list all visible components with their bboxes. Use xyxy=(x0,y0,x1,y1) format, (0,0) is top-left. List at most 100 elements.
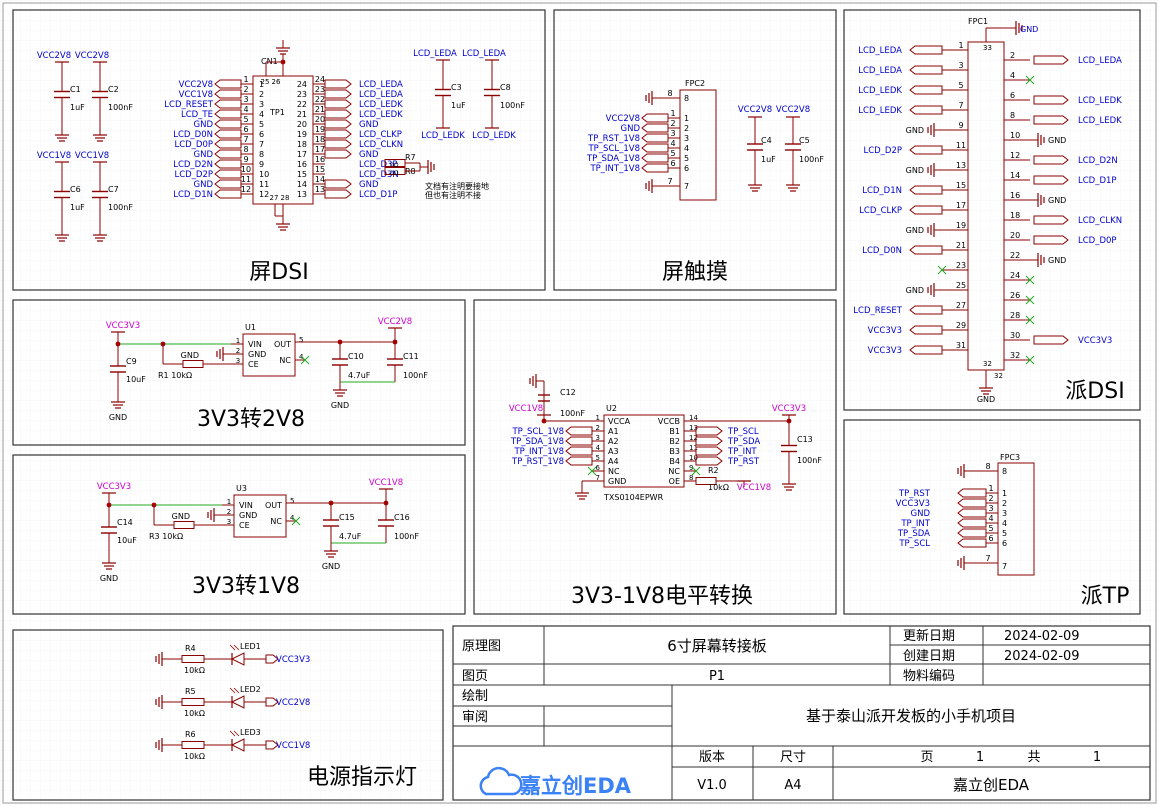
cap-val: 100nF xyxy=(797,456,822,465)
net-flag xyxy=(957,498,987,508)
power-net: LCD_LEDA xyxy=(413,49,457,59)
junction-dot xyxy=(280,59,286,65)
no-connect xyxy=(937,265,947,275)
net-label: LCD_D0N xyxy=(862,246,902,256)
pin-num: 12 xyxy=(689,434,698,442)
net-flag xyxy=(214,99,242,109)
net-flag xyxy=(324,99,352,109)
pin-name: A1 xyxy=(608,427,619,436)
net-flag xyxy=(1033,175,1069,185)
pin-num: 3 xyxy=(670,129,675,138)
led-ray xyxy=(233,644,240,651)
net-flag xyxy=(214,129,242,139)
no-connect xyxy=(1025,315,1035,325)
res-val: 10kΩ xyxy=(184,752,205,761)
net-flag xyxy=(909,145,943,155)
net-label: VCC2V8 xyxy=(276,698,310,708)
net-label: TP_SDA_1V8 xyxy=(586,154,640,164)
pin-num: 28 xyxy=(1010,311,1020,320)
net-label: LCD_TE xyxy=(181,110,213,120)
net-flag xyxy=(695,426,723,436)
title-reg-1v8: 3V3转1V8 xyxy=(192,574,300,599)
pin-num: 24 xyxy=(315,75,325,84)
cap-ref: C5 xyxy=(799,136,810,145)
net-label: VCC2V8 xyxy=(606,114,640,124)
led-ray xyxy=(233,730,240,737)
pin-num-inner: 9 xyxy=(259,160,264,169)
net-label: GND xyxy=(359,180,379,190)
pin-num-inner: 6 xyxy=(684,164,689,173)
led-ray xyxy=(229,644,236,651)
pin-num: 5 xyxy=(243,115,248,124)
no-connect xyxy=(291,516,301,526)
pin-num-inner: 4 xyxy=(259,110,264,119)
net-flag xyxy=(324,149,352,159)
pin-num: 17 xyxy=(956,201,966,210)
led-ref: LED3 xyxy=(240,728,261,737)
net-label: TP_SDA_1V8 xyxy=(510,437,564,447)
no-connect xyxy=(587,466,597,476)
pin-num: 27 xyxy=(956,301,966,310)
pin-num: 29 xyxy=(956,321,966,330)
pin-num-inner: 8 xyxy=(684,94,689,103)
net-label: TP_SCL_1V8 xyxy=(587,144,640,154)
pin-num: 18 xyxy=(1010,211,1020,220)
cap-val: 4.7uF xyxy=(339,532,362,541)
net-flag xyxy=(324,179,352,189)
cap-ref: C9 xyxy=(126,357,137,366)
power-net: VCC3V3 xyxy=(106,321,140,331)
pin-num-inner: 10 xyxy=(259,170,269,179)
net-label: GND xyxy=(906,226,924,235)
pin-name: GND xyxy=(608,477,626,486)
tb-material-label: 物料编码 xyxy=(903,669,955,684)
net-flag xyxy=(565,456,593,466)
cap-ref: C10 xyxy=(348,352,364,361)
pin-num: 16 xyxy=(297,160,307,169)
net-flag xyxy=(214,179,242,189)
pin-num: 2 xyxy=(670,119,675,128)
net-flag xyxy=(324,89,352,99)
led-ray xyxy=(229,730,236,737)
pin-num-inner: 2 xyxy=(1002,499,1007,508)
pin-num: 4 xyxy=(670,139,675,148)
net-label: TP_INT xyxy=(900,519,930,529)
cap-val: 10uF xyxy=(126,375,146,384)
pin-num: 1 xyxy=(236,337,240,345)
net-label: LCD_LEDK xyxy=(359,100,403,110)
pin-num: 6 xyxy=(1010,91,1015,100)
net-label: LCD_D1N xyxy=(173,190,213,200)
net-flag xyxy=(957,538,987,548)
cn1-tp: TP1 xyxy=(269,108,285,117)
pin-num: 7 xyxy=(596,474,600,482)
pin-num: 5 xyxy=(670,149,675,158)
pin-num: 4 xyxy=(1010,71,1015,80)
pin-num: 19 xyxy=(956,221,966,230)
pin-num: 1 xyxy=(227,498,231,506)
pin-name: B3 xyxy=(669,447,680,456)
net-flag xyxy=(214,119,242,129)
net-flag xyxy=(265,740,279,750)
net-flag xyxy=(1033,95,1069,105)
pin-num: 6 xyxy=(988,534,993,543)
net-flag xyxy=(324,109,352,119)
cap-ref: C7 xyxy=(108,185,119,194)
res-ref: R6 xyxy=(185,730,196,739)
pin-num-inner: 3 xyxy=(1002,509,1007,518)
res-ref: R4 xyxy=(185,644,196,653)
pin-num: 17 xyxy=(297,150,307,159)
net-label: GND xyxy=(109,413,127,422)
net-flag xyxy=(565,436,593,446)
net-flag xyxy=(324,189,352,199)
cap-val: 1uF xyxy=(70,203,85,212)
tb-company: 嘉立创EDA xyxy=(953,776,1030,794)
net-label: VCC1V8 xyxy=(179,90,213,100)
net-label: LCD_D1N xyxy=(862,186,902,196)
led-ray xyxy=(233,687,240,694)
cap-val: 1uF xyxy=(761,155,776,164)
pin-num-inner: 5 xyxy=(684,154,689,163)
no-connect xyxy=(1025,75,1035,85)
pin-num: 2 xyxy=(988,494,993,503)
tb-sheet-label: 页 xyxy=(920,750,933,765)
pin-num-inner: 1 xyxy=(259,80,264,89)
pin-num-inner: 4 xyxy=(684,144,689,153)
